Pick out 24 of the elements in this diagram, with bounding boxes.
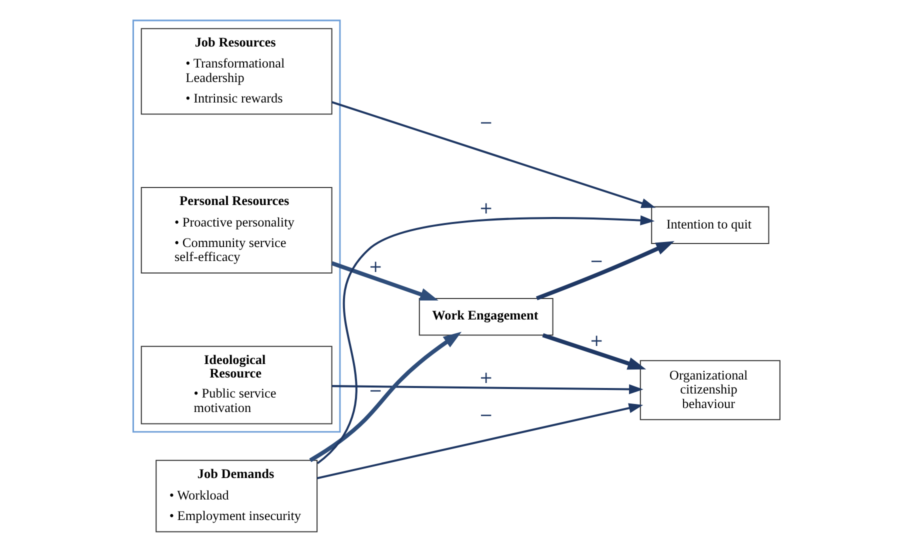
edge-label: + <box>368 256 382 276</box>
arrow <box>542 333 646 370</box>
edge-label: + <box>478 368 492 387</box>
edge-label: − <box>478 405 492 424</box>
arrow <box>535 241 674 300</box>
edge-label: − <box>368 381 382 400</box>
node-box: Organizational citizenship behaviour <box>639 360 780 420</box>
edge-label: − <box>478 113 492 132</box>
arrow <box>308 332 462 462</box>
arrow <box>316 215 654 464</box>
arrow <box>316 403 643 480</box>
node-box: Ideological Resource • Public service motivation <box>140 346 332 424</box>
node-box: Work Engagement <box>418 298 553 336</box>
arrow <box>331 101 656 208</box>
arrow <box>331 384 643 394</box>
node-box: Personal Resources • Proactive personality • Community service self-efficacy <box>140 186 332 274</box>
node-box: Intention to quit <box>650 206 769 244</box>
cluster <box>132 20 340 433</box>
edge-label: − <box>589 252 603 271</box>
arrow <box>330 261 438 300</box>
edge-label: + <box>589 331 603 350</box>
node-box: Job Demands • Workload • Employment insecurity <box>155 460 318 532</box>
edge-label: + <box>478 198 492 218</box>
node-box: Job Resources • Transformational Leadership • Intrinsic rewards <box>140 28 332 115</box>
